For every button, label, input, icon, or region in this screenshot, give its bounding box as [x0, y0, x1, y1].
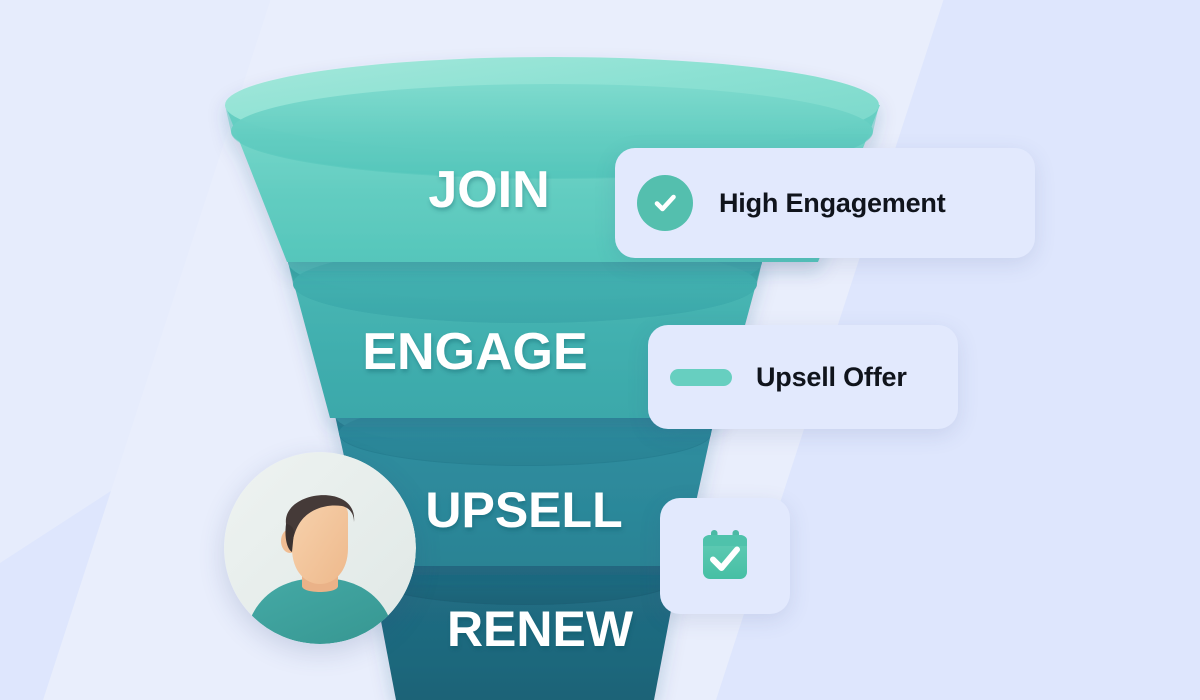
- funnel-label-join: JOIN: [428, 161, 549, 219]
- calendar-check-icon: [693, 524, 757, 588]
- funnel-stage-join[interactable]: [225, 57, 880, 262]
- info-card-renewal[interactable]: [660, 498, 790, 614]
- info-card-label: Upsell Offer: [756, 361, 907, 392]
- funnel-label-upsell: UPSELL: [425, 482, 622, 538]
- member-avatar[interactable]: [224, 452, 416, 644]
- info-card-label: High Engagement: [719, 187, 946, 218]
- check-circle-icon: [637, 175, 693, 231]
- funnel-label-renew: RENEW: [447, 601, 634, 657]
- funnel-label-engage: ENGAGE: [362, 323, 587, 381]
- info-card-high-engagement[interactable]: High Engagement: [615, 148, 1035, 258]
- dash-icon: [670, 368, 732, 386]
- info-card-upsell-offer[interactable]: Upsell Offer: [648, 325, 958, 429]
